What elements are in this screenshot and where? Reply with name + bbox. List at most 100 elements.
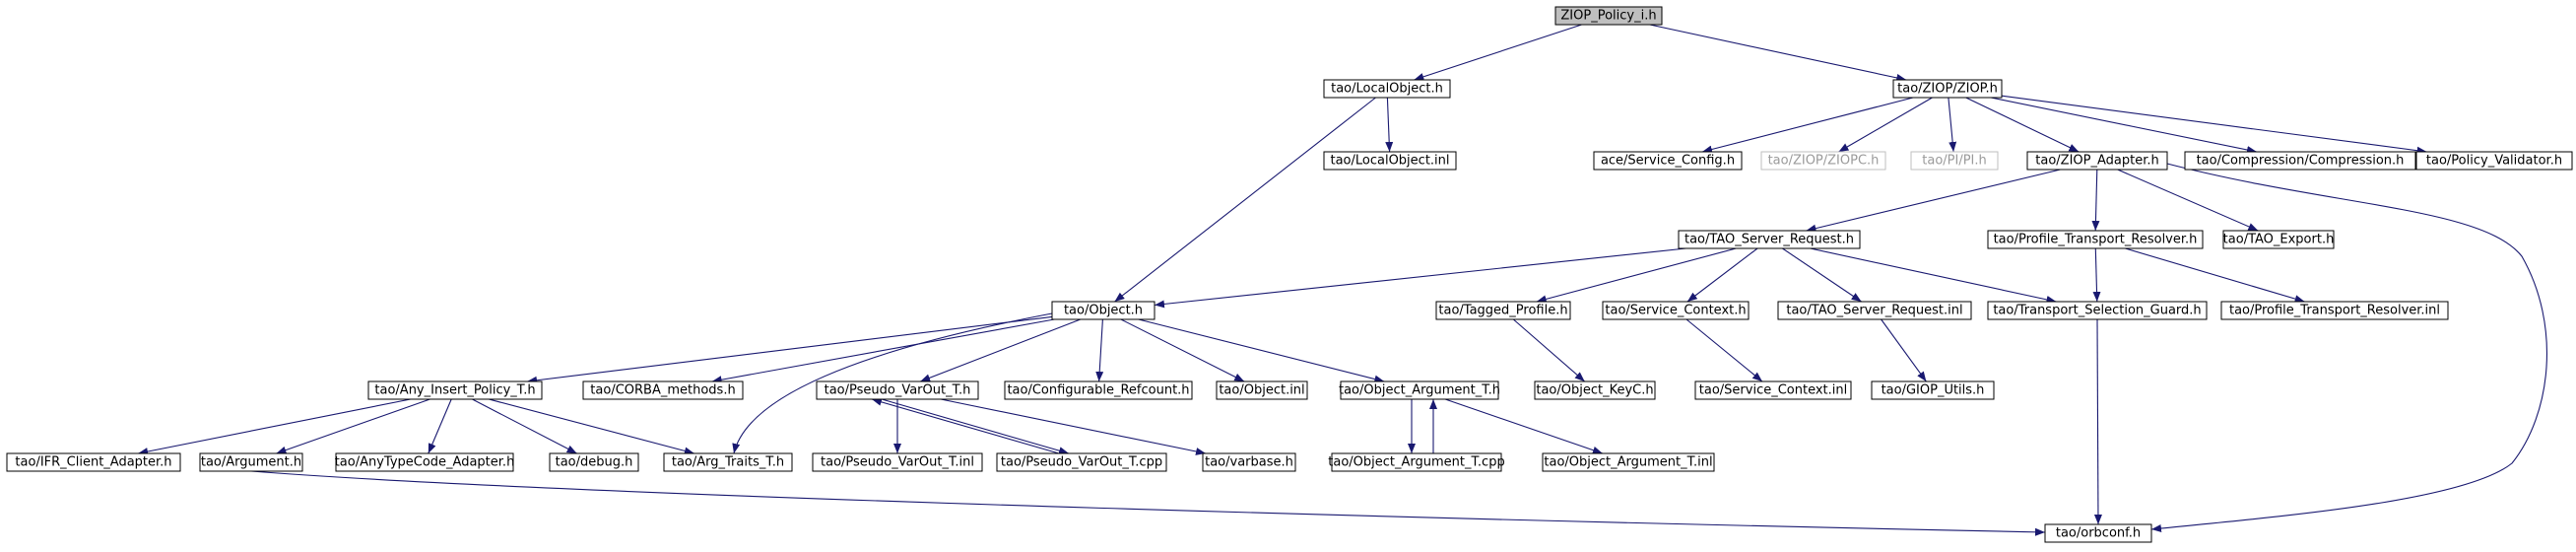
node-box [582, 380, 744, 400]
edge-tao_server_request-to-object_h [1154, 247, 1686, 309]
node-object-keyc[interactable]: tao/Object_KeyC.h [1534, 380, 1656, 400]
node-box [2044, 523, 2152, 543]
edge-line [2092, 247, 2101, 303]
node-ifr-client-adapter[interactable]: tao/IFR_Client_Adapter.h [6, 452, 181, 472]
edge-localobject_h-to-localobject_inl [1385, 97, 1394, 153]
node-label: tao/TAO_Server_Request.inl [1786, 304, 1962, 318]
node-object-inl[interactable]: tao/Object.inl [1216, 380, 1308, 400]
node-varbase[interactable]: tao/varbase.h [1202, 452, 1296, 472]
node-box [1004, 380, 1193, 400]
node-ziop-adapter[interactable]: tao/ZIOP_Adapter.h [2026, 151, 2168, 171]
node-box [1216, 380, 1308, 400]
edge-tagged_profile-to-object_keyc [1512, 318, 1586, 382]
node-box [1892, 79, 2003, 99]
node-box [335, 452, 514, 472]
edge-line [1512, 318, 1586, 382]
node-pseudo-varout-cpp[interactable]: tao/Pseudo_VarOut_T.cpp [996, 452, 1167, 472]
edge-object_h-to-pseudo_varout_h [920, 318, 1081, 382]
node-debug-h[interactable]: tao/debug.h [549, 452, 639, 472]
node-box [1602, 301, 1750, 320]
node-label: tao/Argument.h [201, 455, 301, 470]
node-service-context[interactable]: tao/Service_Context.h [1602, 301, 1750, 320]
node-giop-utils[interactable]: tao/GIOP_Utils.h [1871, 380, 1995, 400]
node-pseudo-varout-inl[interactable]: tao/Pseudo_VarOut_T.inl [812, 452, 983, 472]
node-tao-export[interactable]: tao/TAO_Export.h [2222, 230, 2335, 249]
node-object-h[interactable]: tao/Object.h [1051, 301, 1156, 320]
node-box [1542, 452, 1715, 472]
edge-ziop_adapter-to-orbconf [2150, 163, 2548, 532]
node-label: tao/TAO_Export.h [2223, 233, 2335, 247]
node-arg-traits[interactable]: tao/Arg_Traits_T.h [663, 452, 793, 472]
node-policy-validator[interactable]: tao/Policy_Validator.h [2415, 151, 2573, 171]
node-label: tao/Service_Context.h [1605, 304, 1746, 318]
node-profile-transport-resolver[interactable]: tao/Profile_Transport_Resolver.h [1987, 230, 2204, 249]
node-label: tao/LocalObject.h [1331, 82, 1443, 97]
node-box [1323, 151, 1457, 171]
node-anytypecode-adapter[interactable]: tao/AnyTypeCode_Adapter.h [335, 452, 515, 472]
node-label: ace/Service_Config.h [1601, 154, 1735, 169]
edge-ziop_policy_i-to-ziop_h [1649, 24, 1907, 82]
node-box [1554, 6, 1663, 26]
node-localobject-h[interactable]: tao/LocalObject.h [1323, 79, 1451, 99]
edge-line [1154, 247, 1686, 309]
node-box [1760, 151, 1886, 171]
node-orbconf[interactable]: tao/orbconf.h [2044, 523, 2152, 543]
node-box [2026, 151, 2168, 171]
node-box [1323, 79, 1451, 99]
edge-object_h-to-configurable_refcount [1095, 318, 1104, 382]
node-label: tao/Any_Insert_Policy_T.h [374, 383, 535, 398]
edge-any_insert_policy-to-anytypecode_adapter [428, 398, 452, 454]
node-profile-transport-resolver-inl[interactable]: tao/Profile_Transport_Resolver.inl [2220, 301, 2449, 320]
edge-object_argument_h-to-object_argument_inl [1444, 398, 1604, 454]
node-argument-h[interactable]: tao/Argument.h [199, 452, 303, 472]
node-label: tao/Object.inl [1219, 383, 1304, 398]
node-label: tao/Arg_Traits_T.h [672, 455, 784, 470]
node-compression[interactable]: tao/Compression/Compression.h [2184, 151, 2416, 171]
edge-profile_transport_resolver-to-profile_transport_resolver_inl [2125, 247, 2305, 303]
edge-tao_server_request-to-service_context [1686, 247, 1758, 303]
edge-line [1701, 97, 1914, 154]
edge-ziop_adapter-to-tao_export [2117, 169, 2259, 232]
edge-line [1120, 318, 1245, 382]
edge-line [1965, 97, 2080, 153]
node-localobject-inl[interactable]: tao/LocalObject.inl [1323, 151, 1457, 171]
node-transport-selection-guard[interactable]: tao/Transport_Selection_Guard.h [1987, 301, 2208, 320]
node-tagged-profile[interactable]: tao/Tagged_Profile.h [1435, 301, 1571, 320]
edge-line [1138, 318, 1385, 383]
node-label: tao/Profile_Transport_Resolver.inl [2229, 304, 2440, 318]
edge-service_context-to-service_context_inl [1685, 318, 1763, 382]
node-object-argument-inl[interactable]: tao/Object_Argument_T.inl [1542, 452, 1715, 472]
edge-line [1095, 318, 1104, 382]
node-tao-server-request-inl[interactable]: tao/TAO_Server_Request.inl [1777, 301, 1972, 320]
edge-tao_server_request-to-transport_selection_guard [1810, 247, 2057, 304]
node-label: tao/Tagged_Profile.h [1438, 304, 1567, 318]
node-box [367, 380, 543, 400]
node-label: tao/Pseudo_VarOut_T.cpp [1001, 455, 1162, 470]
node-configurable-refcount[interactable]: tao/Configurable_Refcount.h [1004, 380, 1193, 400]
node-service-config[interactable]: ace/Service_Config.h [1593, 151, 1743, 171]
node-box [1593, 151, 1743, 171]
node-tao-server-request[interactable]: tao/TAO_Server_Request.h [1678, 230, 1861, 249]
node-object-argument-cpp[interactable]: tao/Object_Argument_T.cpp [1328, 452, 1505, 472]
node-service-context-inl[interactable]: tao/Service_Context.inl [1694, 380, 1852, 400]
node-box [1435, 301, 1571, 320]
node-any-insert-policy[interactable]: tao/Any_Insert_Policy_T.h [367, 380, 543, 400]
node-pi[interactable]: tao/PI/PI.h [1910, 151, 1999, 171]
edge-ziop_adapter-to-profile_transport_resolver [2091, 169, 2100, 232]
node-box [1331, 452, 1502, 472]
node-object-argument-h[interactable]: tao/Object_Argument_T.h [1339, 380, 1500, 400]
node-label: tao/Object_KeyC.h [1536, 383, 1653, 398]
edge-line [1782, 247, 1862, 303]
node-label: tao/Pseudo_VarOut_T.h [825, 383, 971, 398]
node-pseudo-varout-h[interactable]: tao/Pseudo_VarOut_T.h [816, 380, 979, 400]
node-label: tao/LocalObject.inl [1330, 154, 1449, 169]
edge-line [1948, 97, 1957, 153]
edge-tao_server_request-to-tao_server_request_inl [1782, 247, 1862, 303]
node-ziopc[interactable]: tao/ZIOP/ZIOPC.h [1760, 151, 1886, 171]
node-box [1871, 380, 1995, 400]
node-box [1987, 230, 2204, 249]
node-corba-methods[interactable]: tao/CORBA_methods.h [582, 380, 744, 400]
edge-line [489, 398, 694, 455]
node-ziop-h[interactable]: tao/ZIOP/ZIOP.h [1892, 79, 2003, 99]
